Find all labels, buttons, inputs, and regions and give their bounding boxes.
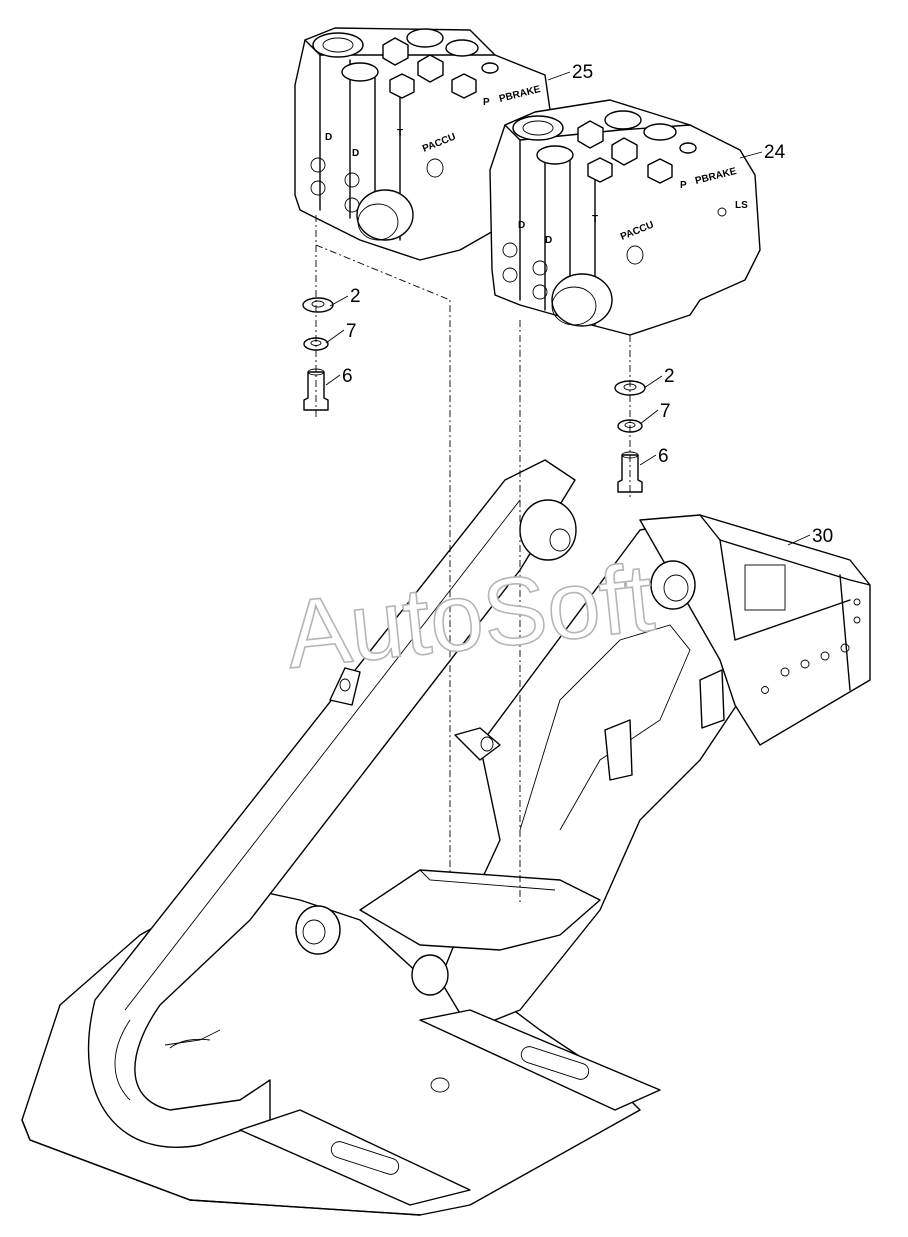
valve-block-25: D D T P PBRAKE PACCU (294, 27, 551, 261)
port-label-d-4: D (545, 235, 552, 246)
port-label-t-25: T (397, 128, 403, 139)
callout-2-right: 2 (664, 366, 675, 387)
port-label-d-2: D (352, 148, 359, 159)
washer-left (302, 297, 334, 313)
left-tab (329, 667, 361, 706)
callout-24: 24 (764, 142, 786, 163)
frame-left-loop (87, 459, 576, 1148)
port-label-ls: LS (735, 200, 748, 211)
port-label-t-24: T (592, 214, 598, 225)
callout-7-left: 7 (346, 321, 357, 342)
tray-right (419, 1009, 661, 1111)
callout-2-left: 2 (350, 286, 361, 307)
pivot-boss-lower (295, 905, 341, 955)
fasteners-left (302, 297, 334, 411)
port-label-p-24: P (680, 180, 687, 191)
callout-6-right: 6 (658, 446, 669, 467)
callout-7-right: 7 (660, 401, 671, 422)
port-label-d-1: D (325, 132, 332, 143)
callout-6-left: 6 (342, 366, 353, 387)
pivot-boss-right (650, 560, 696, 610)
pivot-boss-top (519, 499, 577, 561)
frame-hole-large (411, 954, 449, 996)
side-clip-1 (604, 719, 633, 781)
side-clip-2 (699, 669, 725, 729)
frame-center-bowl (359, 869, 601, 951)
valve-25-cap (356, 189, 414, 241)
port-label-d-3: D (518, 220, 525, 231)
assembly-axis-lines (315, 215, 631, 905)
callout-numbers: 25 24 2 7 6 2 7 6 30 (342, 62, 833, 547)
pin-tab (454, 727, 501, 761)
frame-rear-box (639, 514, 871, 746)
leader-lines (325, 71, 811, 546)
main-frame (21, 459, 871, 1216)
valve-24-cap (551, 273, 613, 327)
valve-block-24: D D T P PBRAKE PACCU LS (489, 99, 761, 336)
rear-flange-holes (761, 598, 861, 694)
callout-25: 25 (572, 62, 593, 83)
port-label-p-25: P (483, 97, 490, 108)
mounting-tray (239, 1109, 471, 1206)
callout-30: 30 (812, 526, 833, 547)
